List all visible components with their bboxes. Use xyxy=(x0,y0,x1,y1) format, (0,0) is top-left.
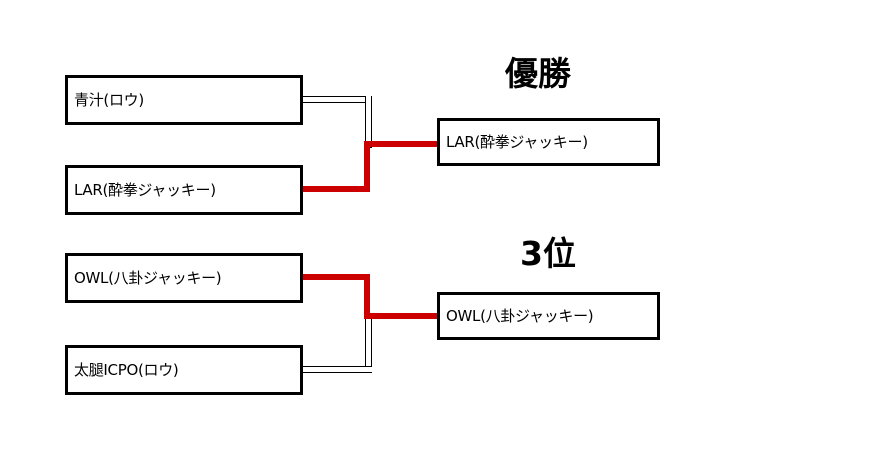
bracket-entry-label: LAR(酔拳ジャッキー) xyxy=(446,132,588,151)
connector-winner-upper-horizontal-in xyxy=(300,186,370,192)
connector-winner-lower-horizontal-out xyxy=(364,313,442,319)
bracket-entry-round1-match2-bottom[interactable]: 太腿ICPO(ロウ) xyxy=(65,345,303,395)
connector-loser-upper-horizontal xyxy=(300,96,372,103)
connector-winner-upper-horizontal-out xyxy=(364,141,442,147)
bracket-entry-label: OWL(八卦ジャッキー) xyxy=(74,268,222,287)
connector-loser-lower-horizontal xyxy=(300,366,372,373)
bracket-entry-label: OWL(八卦ジャッキー) xyxy=(446,306,594,325)
bracket-entry-round1-match2-top[interactable]: OWL(八卦ジャッキー) xyxy=(65,253,303,303)
connector-winner-upper-vertical xyxy=(364,141,370,192)
bracket-entry-label: LAR(酔拳ジャッキー) xyxy=(74,180,216,199)
connector-winner-lower-horizontal-in xyxy=(300,274,370,280)
heading-champion: 優勝 xyxy=(505,54,571,93)
bracket-entry-third-place-winner[interactable]: OWL(八卦ジャッキー) xyxy=(437,292,660,340)
bracket-entry-label: 太腿ICPO(ロウ) xyxy=(74,360,179,379)
bracket-entry-final-winner[interactable]: LAR(酔拳ジャッキー) xyxy=(437,118,660,166)
connector-loser-lower-vertical xyxy=(365,313,372,373)
bracket-entry-label: 青汁(ロウ) xyxy=(74,90,144,109)
bracket-entry-round1-match1-bottom[interactable]: LAR(酔拳ジャッキー) xyxy=(65,165,303,215)
bracket-entry-round1-match1-top[interactable]: 青汁(ロウ) xyxy=(65,75,303,125)
connector-winner-lower-vertical xyxy=(364,274,370,318)
heading-third-place: 3位 xyxy=(520,234,576,273)
